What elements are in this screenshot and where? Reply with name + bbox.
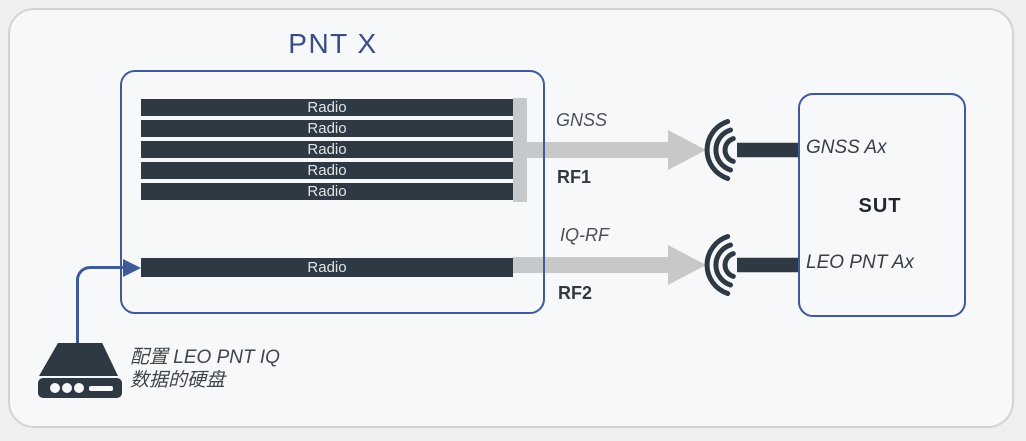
disk-slot-icon [89, 386, 113, 391]
sut-gnss-antenna-label: GNSS Ax [806, 137, 887, 158]
antenna-icon [704, 234, 800, 296]
hard-disk-icon [38, 378, 122, 398]
rf2-arrow [513, 257, 668, 273]
rf1-arrowhead-icon [668, 129, 706, 170]
radio-bar: Radio [141, 258, 513, 277]
disk-connector-line [76, 266, 126, 347]
disk-led-icon [74, 383, 84, 393]
disk-caption: 配置 LEO PNT IQ 数据的硬盘 [130, 346, 280, 392]
pntx-box [120, 70, 545, 314]
diagram-panel [8, 8, 1014, 428]
rf2-signal-label: IQ-RF [560, 225, 609, 245]
rf1-arrow [527, 141, 668, 158]
disk-connector-arrowhead-icon [123, 258, 141, 277]
radio-bar: Radio [141, 162, 513, 179]
rf1-signal-label: GNSS [556, 110, 608, 130]
radio-bar: Radio [141, 183, 513, 200]
combiner-bar [513, 98, 527, 202]
disk-led-icon [50, 383, 60, 393]
disk-caption-line2: 数据的硬盘 [130, 370, 226, 391]
antenna-icon [704, 118, 800, 181]
sut-box [798, 93, 966, 317]
sut-title: SUT [858, 195, 902, 217]
rf1-port-label: RF1 [557, 167, 592, 187]
sut-leo-pnt-antenna-label: LEO PNT Ax [806, 252, 915, 273]
disk-caption-line1: 配置 LEO PNT IQ [130, 347, 280, 368]
pntx-title: PNT X [288, 28, 378, 59]
rf2-port-label: RF2 [558, 283, 593, 303]
radio-bar: Radio [141, 99, 513, 116]
disk-led-icon [62, 383, 72, 393]
radio-bar: Radio [141, 141, 513, 158]
rf2-arrowhead-icon [668, 245, 706, 285]
radio-bar: Radio [141, 120, 513, 137]
